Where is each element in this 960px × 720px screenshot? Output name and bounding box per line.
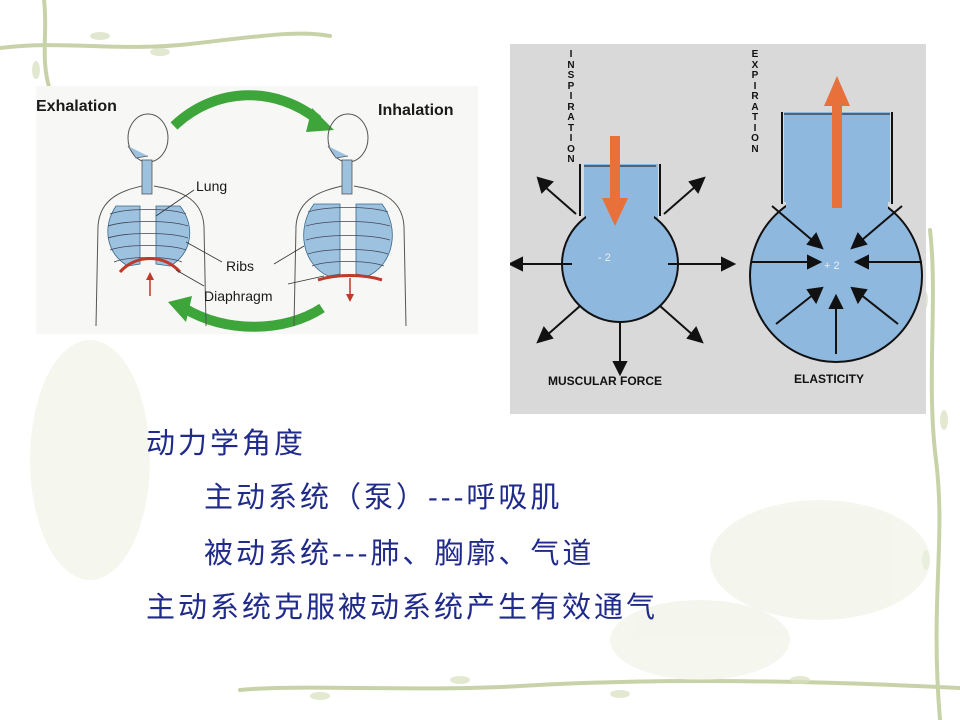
vertical-letter: I: [569, 133, 573, 144]
text-line-active-system: 主动系统（泵）---呼吸肌: [204, 480, 563, 514]
inspiration-flask: [510, 136, 737, 377]
text-line-passive-system: 被动系统---肺、胸廓、气道: [204, 536, 595, 570]
text-line-dynamics: 动力学角度: [146, 426, 307, 460]
vertical-letter: A: [751, 101, 759, 113]
vertical-letter: T: [751, 112, 759, 123]
vertical-letter: S: [567, 70, 575, 81]
vertical-letter: T: [567, 122, 575, 134]
vertical-letter: N: [567, 59, 575, 71]
inhalation-label: Inhalation: [378, 102, 454, 119]
ribs-label: Ribs: [226, 258, 255, 274]
vertical-letter: I: [569, 91, 573, 102]
expiration-flask: [749, 76, 923, 363]
exhalation-label: Exhalation: [36, 98, 117, 115]
text-line-conclusion: 主动系统克服被动系统产生有效通气: [146, 590, 659, 624]
vertical-letter: I: [753, 122, 757, 134]
vertical-letter: N: [751, 143, 759, 155]
breathing-illustration: [95, 90, 407, 332]
left-pressure-value: - 2: [598, 252, 611, 264]
exhalation-figure: [95, 113, 207, 327]
force-illustration: [510, 76, 923, 377]
diaphragm-label: Diaphragm: [204, 288, 273, 304]
vertical-letter: R: [567, 101, 575, 113]
vertical-letter: O: [567, 143, 575, 155]
inhalation-figure: [293, 113, 407, 327]
vertical-letter: I: [753, 80, 757, 92]
vertical-letter: P: [567, 80, 575, 92]
vertical-letter: X: [751, 59, 759, 71]
lung-label: Lung: [196, 178, 228, 194]
right-pressure-value: + 2: [824, 260, 840, 272]
vertical-letter: R: [751, 91, 759, 102]
vertical-letter: O: [751, 133, 759, 144]
vertical-letter: I: [569, 49, 573, 60]
vertical-letter: E: [751, 49, 759, 60]
elasticity-caption: ELASTICITY: [794, 372, 865, 386]
vertical-letter: P: [751, 70, 759, 81]
vertical-letter: A: [567, 112, 575, 123]
breathing-diagram: Exhalation Inhalation Lung Ribs Diaphrag…: [36, 86, 478, 334]
vertical-letter: N: [567, 154, 575, 165]
muscular-force-caption: MUSCULAR FORCE: [548, 374, 662, 388]
